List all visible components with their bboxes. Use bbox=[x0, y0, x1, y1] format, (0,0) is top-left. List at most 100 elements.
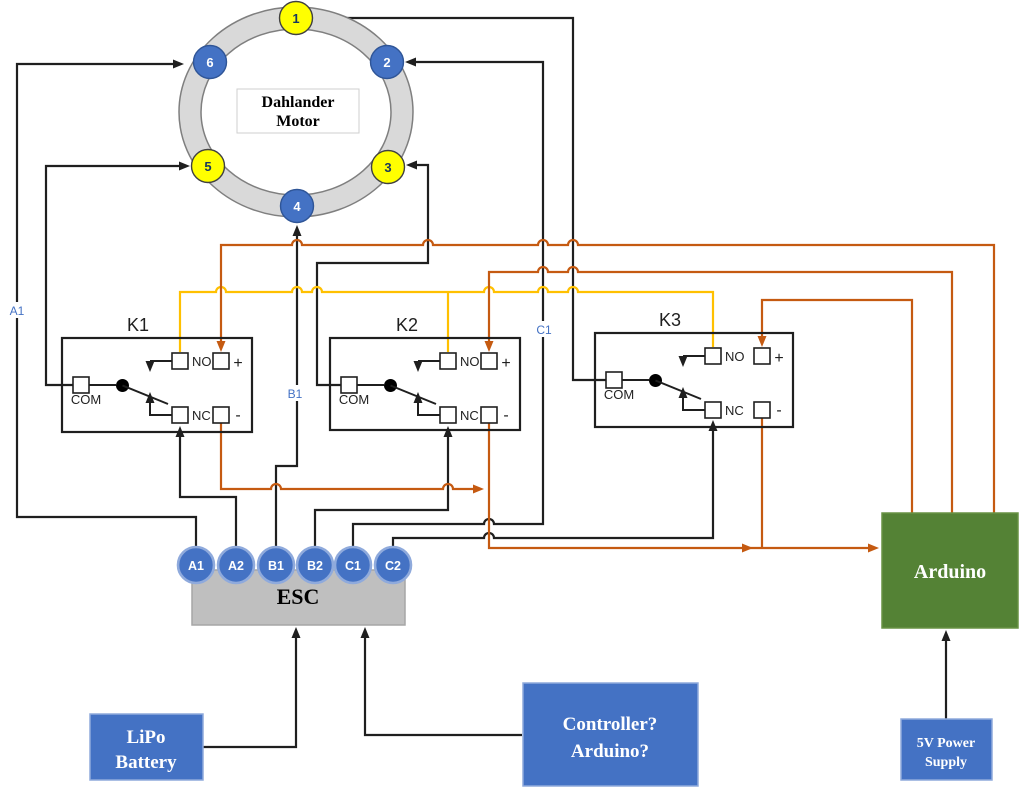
controller-box bbox=[522, 682, 699, 787]
wire-esc-a1-to-motor-6 bbox=[15, 62, 198, 548]
relay-k3-title: K3 bbox=[659, 310, 681, 330]
relay-k1-box bbox=[60, 336, 254, 434]
relay-k1-no-terminal bbox=[171, 352, 189, 370]
relay-k1-switch-arm bbox=[122, 384, 169, 405]
wire-esc-b2-to-k2-nc bbox=[313, 437, 450, 548]
arrowhead-into-terminal-3 bbox=[406, 160, 417, 170]
wire-k2-com-to-motor-3 bbox=[315, 163, 430, 387]
motor-terminal-2-label: 2 bbox=[383, 55, 390, 70]
relay-k1-title: K1 bbox=[127, 315, 149, 335]
yellow-wires bbox=[178, 285, 715, 352]
relay-k1-com-label: COM bbox=[71, 392, 101, 407]
arrowhead-minus-mid bbox=[742, 543, 753, 553]
esc-port-a1-label: A1 bbox=[188, 559, 204, 573]
psu-line2: Supply bbox=[925, 755, 967, 770]
motor-name-line1: Dahlander bbox=[262, 94, 335, 111]
wire-arduino-to-k2-plus bbox=[487, 265, 954, 513]
psu: 5V Power Supply bbox=[900, 718, 993, 781]
relay-k1-minus-terminal bbox=[212, 406, 230, 424]
relay-k2-nc-terminal bbox=[439, 406, 457, 424]
motor-name-plate bbox=[236, 88, 360, 134]
relay-k2-switch-arm bbox=[390, 384, 437, 405]
relay-k3-com-label: COM bbox=[604, 387, 634, 402]
wire-k1-com-to-motor-5 bbox=[44, 164, 179, 387]
wire-arduino-to-k1-plus bbox=[219, 238, 996, 513]
wire-k2-minus-to-arduino bbox=[487, 423, 868, 550]
orange-wires bbox=[216, 238, 996, 553]
wire-label-c1-bg bbox=[533, 321, 555, 337]
motor-terminal-3-label: 3 bbox=[384, 160, 391, 175]
arduino-box bbox=[881, 512, 1019, 629]
arrowhead-into-k3-plus bbox=[757, 336, 767, 347]
esc-port-b1 bbox=[256, 545, 296, 585]
esc-port-c2 bbox=[373, 545, 413, 585]
relay-k2-box bbox=[328, 336, 522, 432]
lipo-line1: LiPo bbox=[126, 727, 165, 748]
arrowhead-into-k2-plus bbox=[484, 341, 494, 352]
esc-port-c1-label: C1 bbox=[345, 559, 361, 573]
psu-line1: 5V Power bbox=[917, 736, 975, 751]
relay-k2-com-terminal bbox=[340, 376, 358, 394]
esc-port-c2-label: C2 bbox=[385, 559, 401, 573]
relay-k1: K1 COM NO + NC - bbox=[60, 315, 254, 434]
wire-no-bus bbox=[178, 285, 715, 352]
motor-terminal-1 bbox=[278, 0, 314, 36]
arrowhead-into-terminal-2 bbox=[405, 57, 416, 67]
relay-k3-nc-pointer bbox=[682, 398, 705, 411]
relay-k1-plus-label: + bbox=[233, 355, 242, 372]
relay-k1-no-label: NO bbox=[192, 354, 212, 369]
relay-k3-minus-terminal bbox=[753, 401, 771, 419]
wire-label-a1-bg bbox=[6, 302, 28, 318]
esc: A1 A2 B1 B2 C1 C2 ESC bbox=[176, 545, 413, 626]
relay-k3-nc-pointer-arrow bbox=[678, 387, 688, 398]
relay-k2: K2 COM NO + NC - bbox=[328, 315, 522, 432]
wire-label-b1-bg bbox=[284, 385, 306, 401]
lipo-line2: Battery bbox=[115, 752, 177, 773]
motor-terminal-2 bbox=[369, 44, 405, 80]
relay-k3-switch-arm bbox=[655, 379, 702, 400]
esc-port-a2 bbox=[216, 545, 256, 585]
motor-terminal-4-label: 4 bbox=[293, 199, 301, 214]
lipo-battery: LiPo Battery bbox=[89, 713, 204, 781]
relay-k3-plus-label: + bbox=[774, 350, 783, 367]
arrowhead-into-esc-right bbox=[360, 627, 370, 638]
wire-label-a1: A1 bbox=[10, 304, 25, 318]
motor-terminal-1-label: 1 bbox=[292, 11, 299, 26]
relay-k2-no-label: NO bbox=[460, 354, 480, 369]
wire-label-b1: B1 bbox=[288, 387, 303, 401]
relay-k3: K3 COM NO + NC - bbox=[593, 310, 795, 429]
esc-port-c1 bbox=[333, 545, 373, 585]
esc-label: ESC bbox=[277, 584, 320, 609]
motor-name-line2: Motor bbox=[276, 113, 320, 130]
arrowhead-into-terminal-5 bbox=[179, 161, 190, 171]
relay-k2-nc-pointer-arrow bbox=[413, 392, 423, 403]
relay-k3-plus-terminal bbox=[753, 347, 771, 365]
esc-port-a1 bbox=[176, 545, 216, 585]
relay-k2-nc-pointer bbox=[417, 403, 440, 416]
wire-controller-to-esc bbox=[363, 638, 522, 737]
relay-k3-nc-terminal bbox=[704, 401, 722, 419]
arrowhead-into-k1-plus bbox=[216, 341, 226, 352]
dahlander-motor: Dahlander Motor 1 2 3 4 5 6 bbox=[178, 0, 414, 224]
arrowhead-into-terminal-6 bbox=[173, 59, 184, 69]
relay-k3-no-label: NO bbox=[725, 349, 745, 364]
wire-lipo-to-esc bbox=[203, 638, 298, 749]
esc-port-b2 bbox=[295, 545, 335, 585]
esc-port-b2-label: B2 bbox=[307, 559, 323, 573]
motor-terminal-4 bbox=[279, 188, 315, 224]
black-wires bbox=[15, 13, 951, 749]
motor-terminal-3 bbox=[370, 149, 406, 185]
relay-k2-no-pointer-arrow bbox=[413, 361, 423, 372]
arrowhead-minus-join bbox=[473, 484, 484, 494]
wire-label-c1: C1 bbox=[536, 323, 552, 337]
relay-k2-title: K2 bbox=[396, 315, 418, 335]
relay-k2-no-terminal bbox=[439, 352, 457, 370]
relay-k2-plus-terminal bbox=[480, 352, 498, 370]
relay-k1-minus-label: - bbox=[235, 407, 240, 424]
relay-k2-com-label: COM bbox=[339, 392, 369, 407]
wire-k3-com-to-motor-1 bbox=[326, 16, 606, 382]
relay-k3-no-terminal bbox=[704, 347, 722, 365]
relay-k1-no-pointer-arrow bbox=[145, 361, 155, 372]
arrowhead-into-k3-nc bbox=[708, 420, 718, 431]
